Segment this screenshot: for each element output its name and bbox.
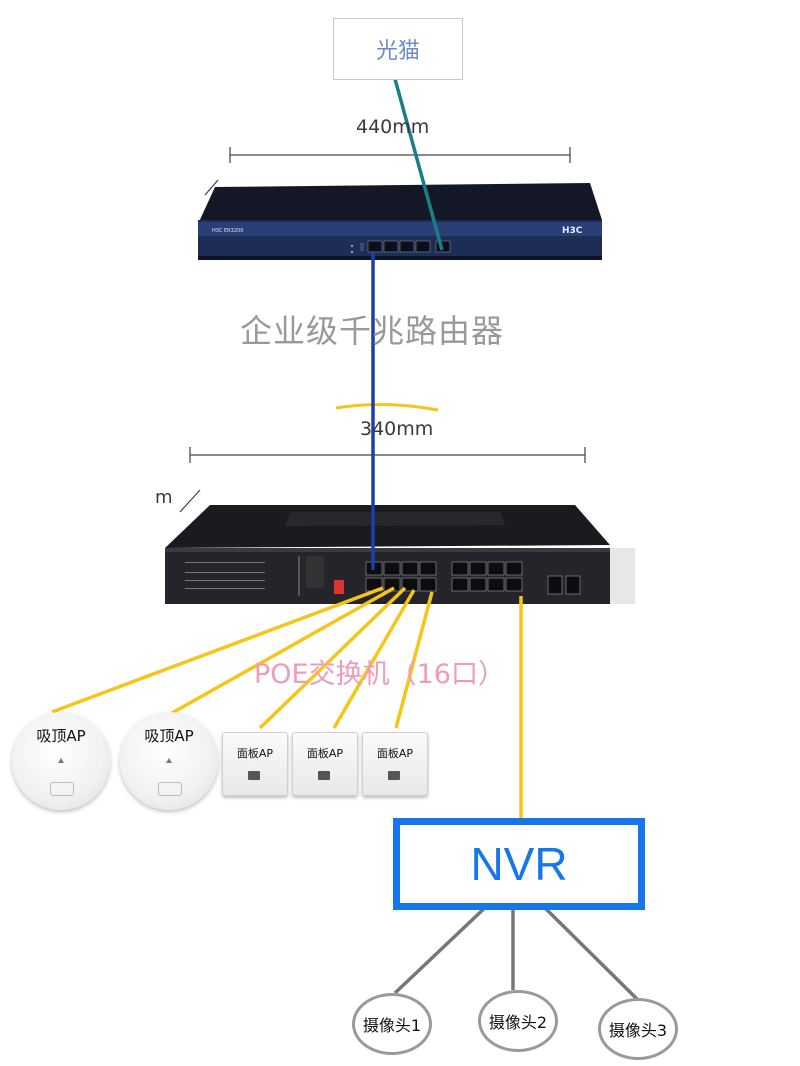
camera-label: 摄像头2 bbox=[488, 1013, 548, 1032]
router-width-label: 440mm bbox=[356, 116, 430, 138]
router-device: H3C ER3200 H3C bbox=[198, 183, 602, 260]
yellow-highlight-stroke bbox=[335, 402, 439, 412]
ethernet-port-icon bbox=[388, 771, 400, 780]
ap-indicator-icon bbox=[166, 758, 172, 763]
ceiling-ap-2: 吸顶AP bbox=[120, 712, 218, 810]
ethernet-port-icon bbox=[318, 771, 330, 780]
ethernet-port-icon bbox=[248, 771, 260, 780]
ceiling-ap-1: 吸顶AP bbox=[12, 712, 110, 810]
panel-ap-label: 面板AP bbox=[236, 747, 274, 760]
modem-label: 光猫 bbox=[375, 39, 420, 64]
camera-3: 摄像头3 bbox=[598, 998, 678, 1060]
camera-cables bbox=[393, 901, 640, 1002]
ap-port-icon bbox=[158, 782, 182, 796]
nvr-box: NVR bbox=[393, 818, 645, 910]
ap-cables bbox=[51, 586, 434, 730]
panel-ap-1: 面板AP bbox=[222, 732, 288, 796]
ceiling-ap-label: 吸顶AP bbox=[36, 727, 86, 745]
camera-label: 摄像头1 bbox=[362, 1016, 422, 1035]
router-title: 企业级千兆路由器 bbox=[240, 312, 505, 350]
poe-switch-title: POE交换机（16口） bbox=[254, 659, 505, 690]
ap-indicator-icon bbox=[58, 758, 64, 763]
camera-1: 摄像头1 bbox=[352, 993, 432, 1055]
panel-ap-3: 面板AP bbox=[362, 732, 428, 796]
router-model-label: H3C ER3200 bbox=[212, 228, 243, 234]
ceiling-ap-label: 吸顶AP bbox=[144, 727, 194, 745]
router-dimension-line bbox=[204, 147, 571, 196]
nvr-label: NVR bbox=[470, 838, 568, 890]
camera-2: 摄像头2 bbox=[478, 990, 558, 1052]
router-ports bbox=[367, 240, 451, 253]
panel-ap-label: 面板AP bbox=[376, 747, 414, 760]
camera-label: 摄像头3 bbox=[608, 1021, 668, 1040]
panel-ap-label: 面板AP bbox=[306, 747, 344, 760]
poe-switch-device bbox=[165, 505, 635, 604]
panel-ap-2: 面板AP bbox=[292, 732, 358, 796]
switch-depth-label: m bbox=[155, 487, 173, 508]
ap-port-icon bbox=[50, 782, 74, 796]
modem-router-cable bbox=[390, 67, 444, 251]
switch-width-label: 340mm bbox=[360, 418, 434, 440]
router-brand-logo: H3C bbox=[562, 226, 583, 236]
switch-dimension-line bbox=[179, 447, 586, 513]
switch-led-grid bbox=[185, 562, 265, 589]
modem-box: 光猫 bbox=[333, 18, 463, 80]
